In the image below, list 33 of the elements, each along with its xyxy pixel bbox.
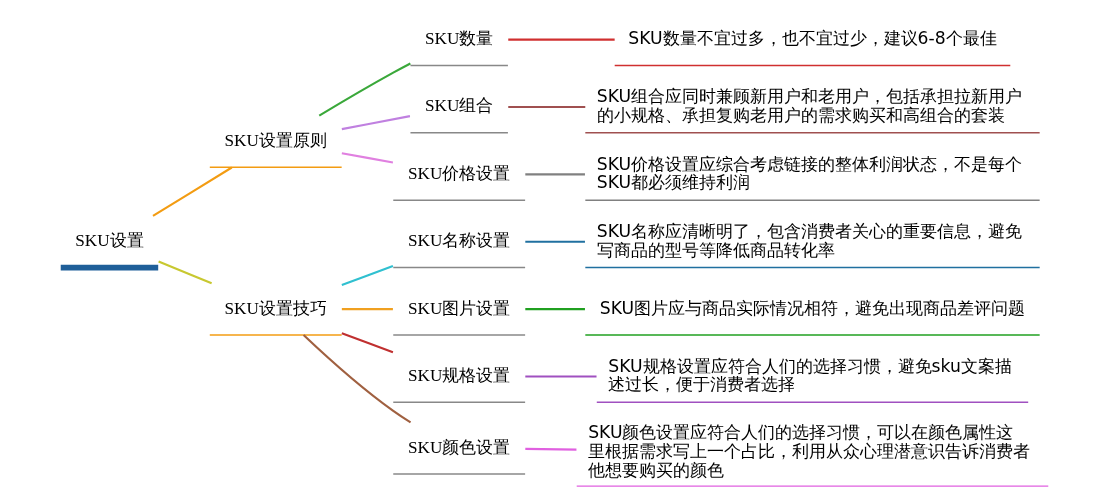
connector [525,308,585,311]
node-text: SKU名称应清晰明了，包含消费者关心的重要信息，避免写商品的型号等降低商品转化率 [596,220,1023,260]
node-text: SKU图片设置 [407,298,511,318]
connector [341,152,394,164]
node-text: SKU价格设置应综合考虑链接的整体利润状态，不是每个SKU都必须维持利润 [596,153,1023,193]
connector [525,240,585,243]
connector [341,332,394,354]
connector [508,38,615,41]
connector [341,264,394,286]
node-text: SKU组合 [424,96,494,116]
connector [341,115,411,131]
node-text: SKU价格设置 [407,163,511,183]
connector [152,166,233,217]
connector [508,105,586,109]
connector [318,62,411,117]
node-text: SKU规格设置 [407,365,511,385]
connector [341,308,393,311]
node-text: SKU名称设置 [407,231,511,251]
connector [158,260,213,285]
node-text: SKU颜色设置 [407,437,511,457]
node-text: SKU设置技巧 [224,298,327,318]
connector [525,375,597,378]
node-text: SKU设置原则 [224,130,327,150]
node-text: SKU颜色设置应符合人们的选择习惯，可以在颜色属性这里根据需求写上一个占比，利用从众心理潜意识告诉消费者他想要购买的颜色 [588,422,1031,480]
node-text: SKU组合应同时兼顾新用户和老用户，包括承担拉新用户的小规格、承担复购老用户的需求购买和高组合的套装 [596,86,1023,125]
node-text: SKU图片应与商品实际情况相符，避免出现商品差评问题 [599,297,1026,318]
node-text: SKU数量 [424,29,494,49]
connector [302,334,412,424]
connector [525,447,577,451]
connector [525,173,585,176]
node-text: SKU设置 [75,231,144,251]
node-text: SKU规格设置应符合人们的选择习惯，避免sku文案描述过长，便于消费者选择 [608,355,1012,395]
node-text: SKU数量不宜过多，也不宜过少，建议6-8个最佳 [628,28,997,49]
